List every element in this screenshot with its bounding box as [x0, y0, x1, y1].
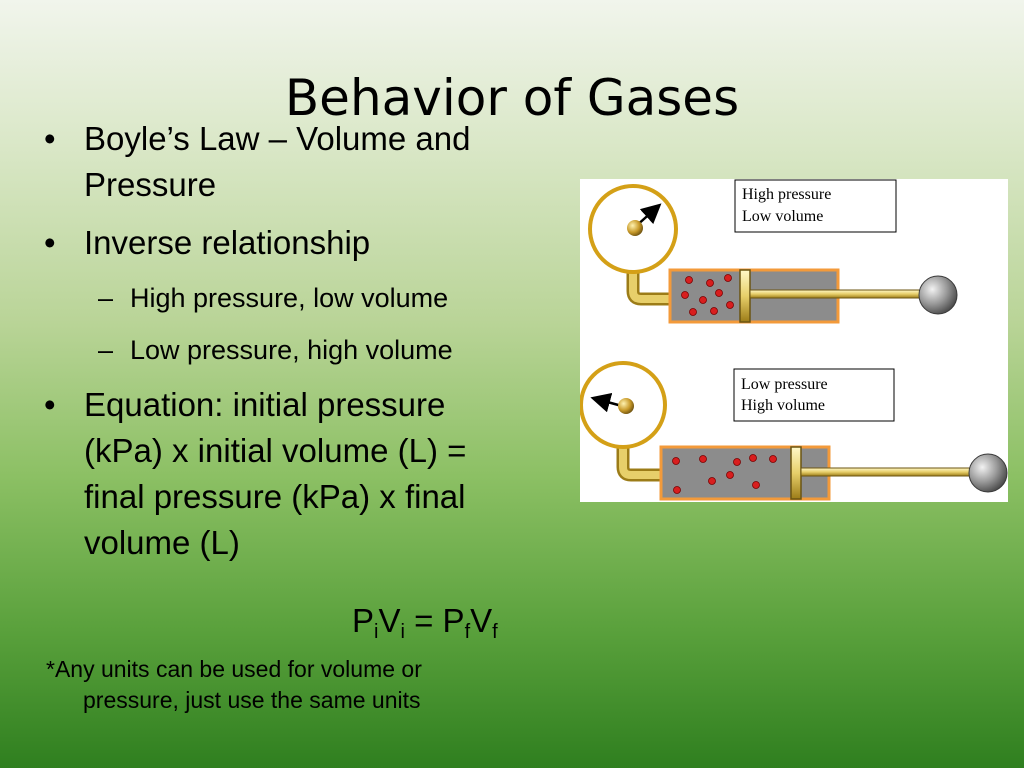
high-pressure-apparatus: High pressure Low volume [588, 179, 958, 324]
piston-rod [800, 467, 980, 477]
piston-head [790, 446, 802, 500]
label-high-pressure: High pressure [742, 186, 831, 203]
piston-handle-ball [968, 453, 1008, 493]
bullet-dot: • [44, 120, 56, 157]
eq-subscript-f: f [464, 621, 471, 643]
bullet-text-line: volume (L) [84, 524, 240, 561]
label-high-volume: High volume [741, 397, 825, 414]
piston-head [739, 269, 751, 323]
bullet-boyles-law: • Boyle’s Law – Volume and Pressure [40, 116, 570, 208]
bullet-list: • Boyle’s Law – Volume and Pressure • In… [40, 116, 570, 578]
note-line: pressure, just use the same units [83, 687, 421, 713]
label-box-high-pressure [734, 179, 897, 233]
bullet-text-line: final pressure (kPa) x final [84, 478, 466, 515]
eq-subscript-i: i [374, 621, 379, 643]
bullet-dot: • [44, 224, 56, 261]
units-note: *Any units can be used for volume or pre… [46, 654, 566, 716]
bullet-inverse-relationship: • Inverse relationship [40, 220, 570, 266]
sub-bullet-high-pressure: – High pressure, low volume [40, 278, 570, 318]
boyles-law-diagram: High pressure Low volume Low pressure Hi… [580, 179, 1008, 502]
eq-subscript-i: i [400, 621, 405, 643]
diagram-svg: High pressure Low volume Low pressure Hi… [580, 179, 1008, 501]
sub-bullet-dash: – [98, 335, 114, 365]
bullet-text-line: Boyle’s Law – Volume and [84, 120, 471, 157]
eq-equals: = [404, 602, 443, 639]
low-pressure-apparatus: Low pressure High volume [580, 361, 1008, 501]
slide-title: Behavior of Gases [284, 68, 740, 127]
bullet-text-line: Inverse relationship [84, 224, 371, 261]
piston-handle-ball [918, 275, 958, 315]
sub-bullet-low-pressure: – Low pressure, high volume [40, 330, 570, 370]
label-low-pressure: Low pressure [741, 376, 828, 393]
bullet-text-line: (kPa) x initial volume (L) = [84, 432, 467, 469]
eq-symbol-v: V [470, 602, 493, 639]
gauge-pipe-highlight [629, 271, 672, 303]
sub-bullet-text: Low pressure, high volume [130, 335, 453, 365]
label-box-low-pressure [733, 368, 895, 422]
eq-symbol-p: P [352, 602, 375, 639]
bullet-equation: • Equation: initial pressure (kPa) x ini… [40, 382, 570, 566]
sub-bullet-dash: – [98, 283, 114, 313]
boyles-equation: PiVi = PfVf [352, 598, 498, 644]
label-low-volume: Low volume [742, 208, 823, 225]
gas-particles [672, 454, 777, 494]
bullet-text-line: Pressure [84, 166, 217, 203]
eq-symbol-v: V [378, 602, 401, 639]
note-line: *Any units can be used for volume or [46, 656, 422, 682]
sub-bullet-text: High pressure, low volume [130, 283, 449, 313]
bullet-text-line: Equation: initial pressure [84, 386, 446, 423]
bullet-dot: • [44, 386, 56, 423]
gas-particles [681, 274, 734, 316]
gauge-pipe-highlight [619, 447, 663, 479]
eq-symbol-p: P [442, 602, 465, 639]
gauge-needle-pivot [627, 220, 643, 236]
eq-subscript-f: f [492, 621, 498, 643]
piston-rod [749, 289, 929, 299]
gauge-needle-pivot [618, 398, 634, 414]
